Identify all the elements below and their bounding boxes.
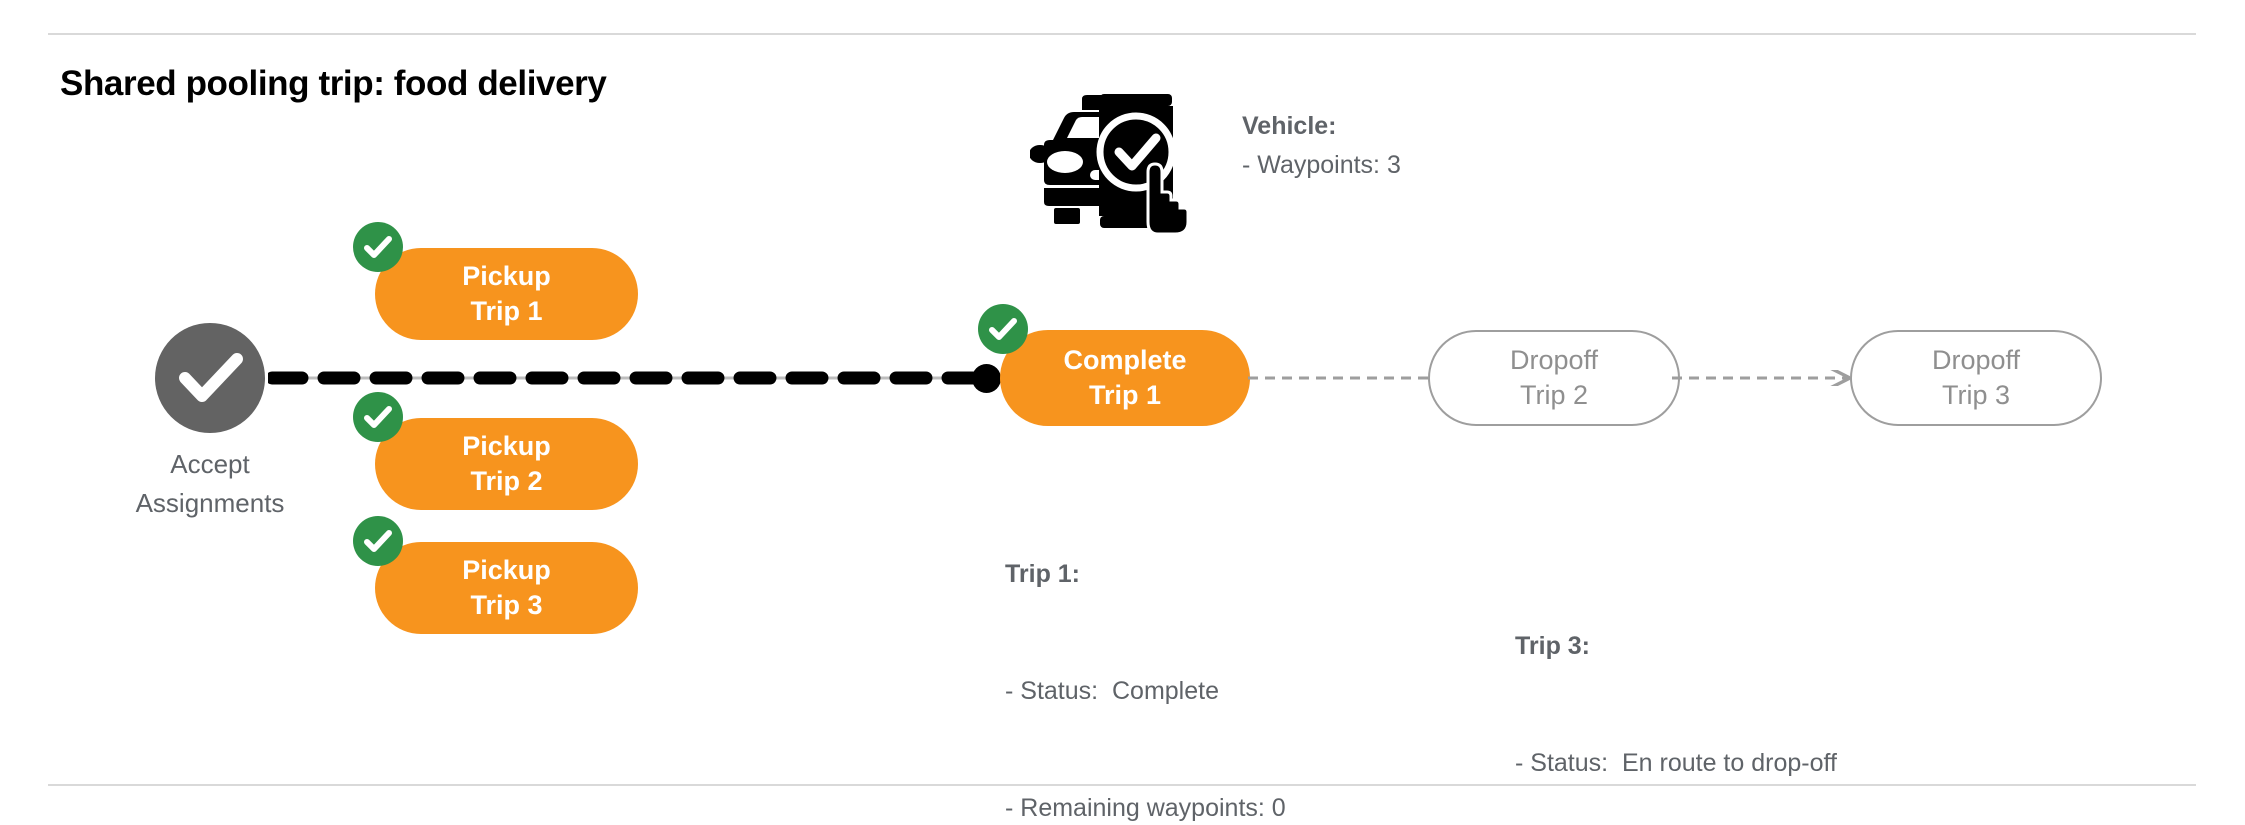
chip-label-line-1: Complete	[1063, 345, 1187, 375]
check-badge-icon	[978, 304, 1028, 354]
check-badge-icon	[353, 392, 403, 442]
trip-1-status: - Status: Complete	[1005, 677, 1219, 705]
chip-pickup-trip-1[interactable]: Pickup Trip 1	[353, 222, 638, 340]
connector-complete-to-dropoff-2	[1248, 376, 1436, 380]
chip-label-line-1: Pickup	[462, 261, 551, 291]
vehicle-label: Vehicle:	[1242, 112, 1337, 140]
chip-complete-trip-1[interactable]: Complete Trip 1	[978, 304, 1250, 426]
chip-label-line-2: Trip 2	[1519, 380, 1588, 410]
chip-label-line-1: Pickup	[462, 431, 551, 461]
car-phone-check-icon	[1029, 82, 1205, 237]
trip-3-details: Trip 3: - Status: En route to drop-off -…	[1515, 549, 1837, 825]
trip-3-status: - Status: En route to drop-off	[1515, 749, 1837, 777]
check-badge-icon	[353, 222, 403, 272]
dashed-trunk-line	[268, 371, 990, 385]
check-circle-icon	[179, 353, 243, 402]
accept-assignments-node[interactable]	[155, 323, 265, 433]
page-title: Shared pooling trip: food delivery	[60, 64, 607, 103]
divider-top	[48, 33, 2196, 35]
chip-dropoff-trip-3[interactable]: Dropoff Trip 3	[1850, 330, 2102, 426]
chip-pickup-trip-2[interactable]: Pickup Trip 2	[353, 392, 638, 510]
chip-label-line-1: Dropoff	[1509, 345, 1599, 375]
chip-label-line-1: Dropoff	[1931, 345, 2021, 375]
chip-label-line-2: Trip 1	[1088, 380, 1162, 410]
chip-label-line-2: Trip 1	[470, 296, 543, 326]
accept-label-line-1: Accept	[170, 449, 250, 479]
chip-label-line-1: Pickup	[462, 555, 551, 585]
check-badge-icon	[353, 516, 403, 566]
chip-dropoff-trip-2[interactable]: Dropoff Trip 2	[1428, 330, 1680, 426]
junction-dot	[972, 364, 1001, 393]
vehicle-info: Vehicle: - Waypoints: 3	[1242, 107, 1401, 185]
vehicle-waypoints: - Waypoints: 3	[1242, 151, 1401, 179]
trip-3-header: Trip 3:	[1515, 632, 1591, 660]
chip-label-line-2: Trip 2	[470, 466, 543, 496]
chip-label-line-2: Trip 3	[470, 590, 543, 620]
chip-label-line-2: Trip 3	[1941, 380, 2010, 410]
accept-circle	[155, 323, 265, 433]
trip-1-header: Trip 1:	[1005, 560, 1081, 588]
trip-1-2-details: Trip 1: - Status: Complete - Remaining w…	[1005, 477, 1327, 825]
divider-bottom	[48, 784, 2196, 786]
connector-dropoff-2-to-dropoff-3	[1672, 370, 1858, 386]
trip-1-remaining-waypoints: - Remaining waypoints: 0	[1005, 794, 1286, 822]
chip-pickup-trip-3[interactable]: Pickup Trip 3	[353, 516, 638, 634]
accept-label-line-2: Assignments	[135, 488, 285, 518]
accept-assignments-label: Accept Assignments	[60, 445, 360, 523]
